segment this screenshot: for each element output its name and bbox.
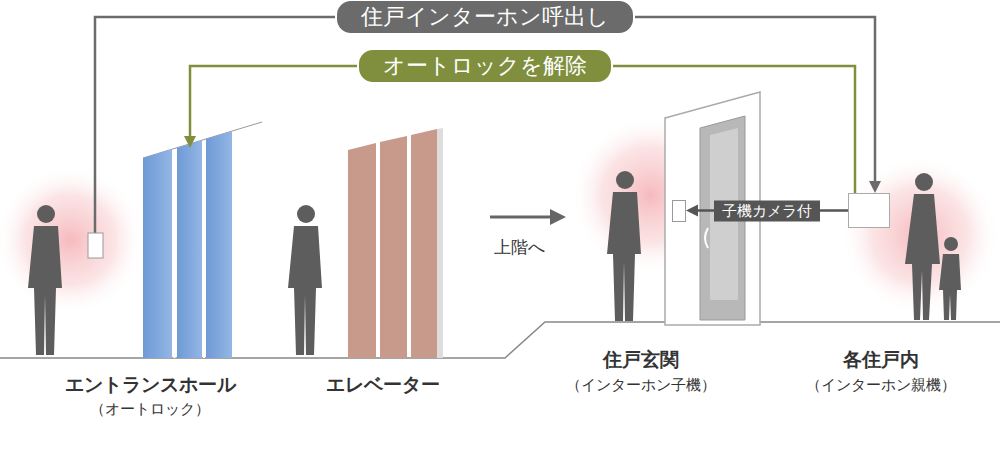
place-caption: エレベーター xyxy=(326,372,440,398)
scene-node: 各住戸内（インターホン親機） xyxy=(848,193,890,228)
place-caption: 各住戸内 xyxy=(843,347,919,373)
connector-line xyxy=(190,66,855,193)
scene-node: エレベーター xyxy=(348,130,443,358)
elevator-door xyxy=(411,129,437,358)
place-caption: （インターホン子機） xyxy=(566,376,716,395)
arrow-head xyxy=(184,136,196,148)
glow xyxy=(0,165,145,315)
people xyxy=(28,171,961,355)
call-line-tail xyxy=(94,148,97,233)
place-caption: エントランスホール xyxy=(65,372,236,398)
door-gap xyxy=(203,141,205,358)
arrow-head xyxy=(869,181,881,193)
elevator-door xyxy=(380,136,407,358)
glass-door xyxy=(143,149,172,358)
elevator-frame xyxy=(437,128,443,358)
arrow-head xyxy=(686,205,698,217)
entrance-panel xyxy=(88,233,103,258)
connector-label: 子機カメラ付 xyxy=(714,201,820,222)
door-gap xyxy=(174,150,176,358)
signal-connector xyxy=(95,17,881,193)
glass-door xyxy=(177,140,202,358)
signal-connector xyxy=(184,66,855,193)
place-caption: （オートロック） xyxy=(90,400,210,419)
connector-label: 住戸インターホン呼出し xyxy=(335,0,635,35)
connector-line xyxy=(95,17,875,181)
up-arrow xyxy=(490,216,552,219)
elevator-door xyxy=(348,143,376,358)
place-caption: （インターホン親機） xyxy=(806,376,956,395)
door-handle xyxy=(705,228,708,248)
glass-door xyxy=(206,131,232,358)
scene-node: 住戸玄関（インターホン子機） xyxy=(672,200,686,222)
direction-label: 上階へ xyxy=(492,236,547,259)
place-caption: 住戸玄関 xyxy=(603,347,679,373)
up-arrow-head xyxy=(550,209,566,225)
connector-label: オートロックを解除 xyxy=(357,48,613,84)
scene-node: エントランスホール（オートロック） xyxy=(80,148,240,358)
